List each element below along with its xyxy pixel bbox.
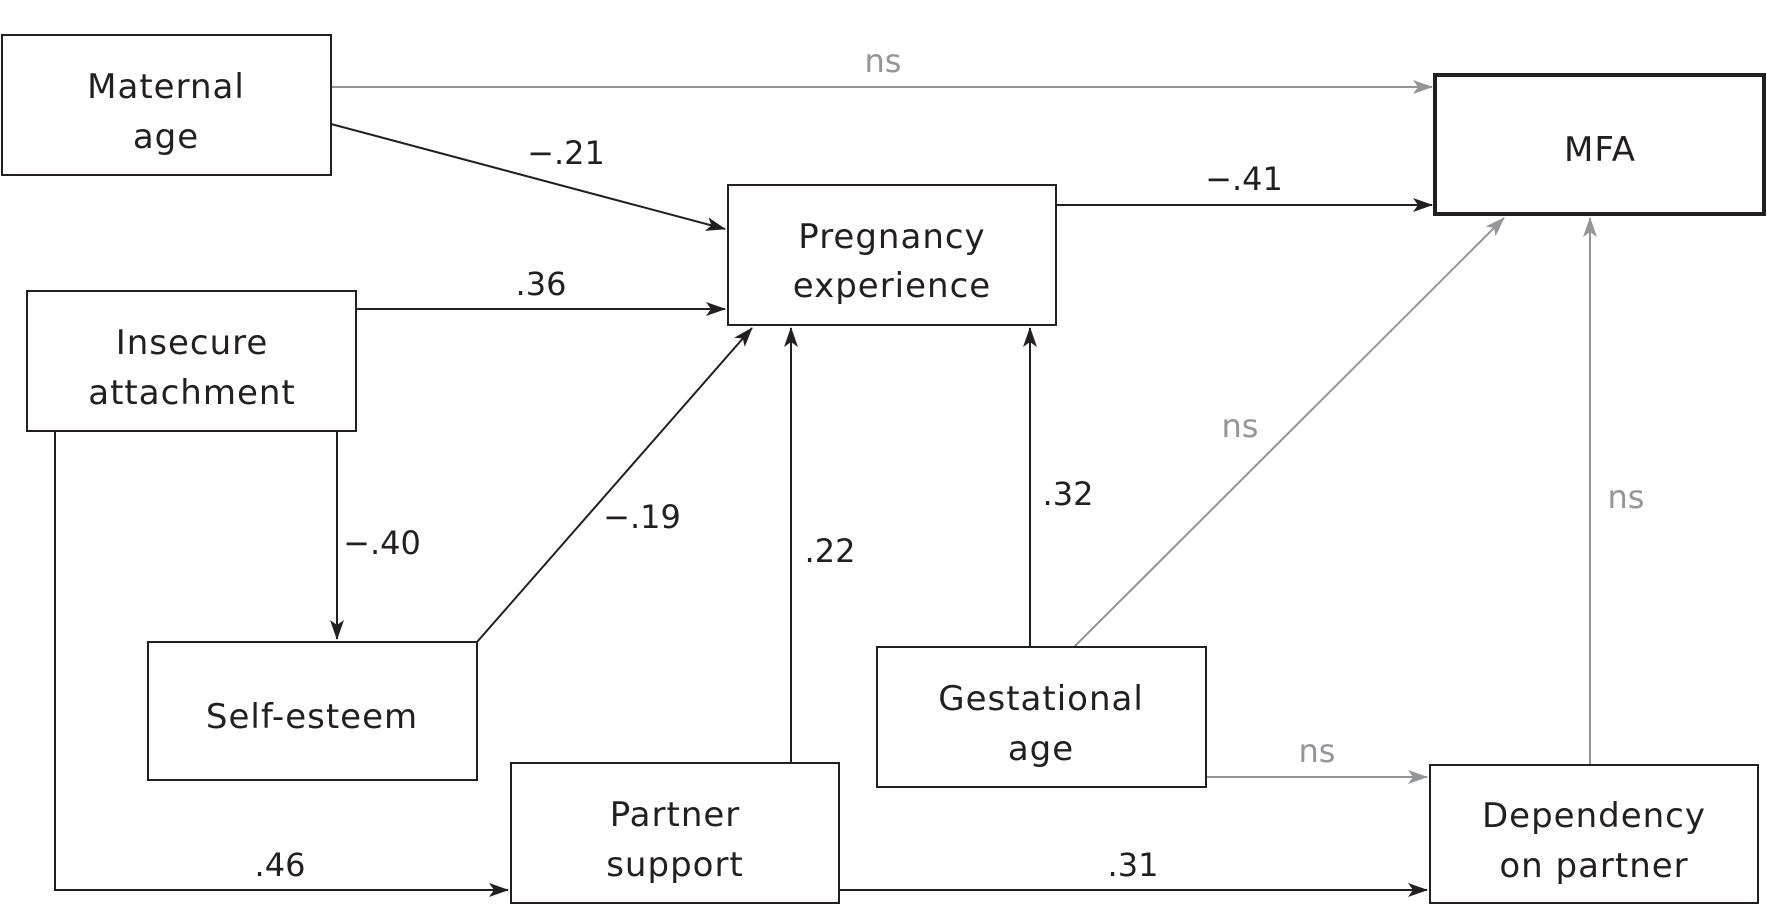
node-self-esteem-line-1: Self-esteem [206,697,418,737]
node-gestational-age-line-2: age [1008,729,1074,769]
edge-labels: ns −.21 −.41 .36 −.40 −.19 .22 .32 ns ns… [255,42,1645,884]
edges [54,80,1597,897]
label-partner-to-pregnancy: .22 [805,532,856,570]
node-insecure-attachment: Insecure attachment [26,290,357,432]
node-maternal-age-line-1: Maternal [87,67,245,107]
node-gestational-age: Gestational age [876,646,1207,788]
label-selfesteem-to-pregnancy: −.19 [603,498,681,536]
label-insecure-to-selfesteem: −.40 [343,524,421,562]
node-self-esteem: Self-esteem [147,641,478,781]
label-insecure-to-pregnancy: .36 [516,265,567,303]
edge-selfesteem-to-pregnancy [476,327,753,643]
node-partner-support-line-1: Partner [610,795,741,835]
node-mfa: MFA [1433,73,1766,216]
label-gestational-to-dependency: ns [1299,732,1336,770]
label-gestational-to-mfa: ns [1222,407,1259,445]
node-maternal-age-line-2: age [133,117,199,157]
node-dependency-on-partner: Dependency on partner [1429,764,1759,904]
node-pregnancy-experience-line-1: Pregnancy [798,217,985,257]
edge-gestational-to-mfa [1073,217,1505,648]
node-maternal-age: Maternal age [1,34,332,176]
label-dependency-to-mfa: ns [1608,478,1645,516]
node-partner-support: Partner support [510,762,840,904]
label-pregnancy-to-mfa: −.41 [1205,160,1283,198]
node-partner-support-line-2: support [606,845,744,885]
label-partner-to-dependency: .31 [1108,846,1159,884]
edge-maternal-age-to-pregnancy [330,123,726,231]
node-insecure-attachment-line-1: Insecure [116,323,269,363]
label-gestational-to-pregnancy: .32 [1043,475,1094,513]
node-insecure-attachment-line-2: attachment [88,373,296,413]
node-mfa-line-1: MFA [1564,130,1636,170]
node-dependency-on-partner-line-2: on partner [1499,846,1688,886]
node-pregnancy-experience: Pregnancy experience [727,184,1057,326]
label-insecure-to-partner: .46 [255,846,306,884]
node-gestational-age-line-1: Gestational [938,679,1144,719]
edge-insecure-to-partner [54,431,509,897]
label-maternal-age-to-mfa: ns [865,42,902,80]
label-maternal-age-to-pregnancy: −.21 [527,134,605,172]
node-pregnancy-experience-line-2: experience [793,266,991,306]
node-dependency-on-partner-line-1: Dependency [1482,796,1706,836]
